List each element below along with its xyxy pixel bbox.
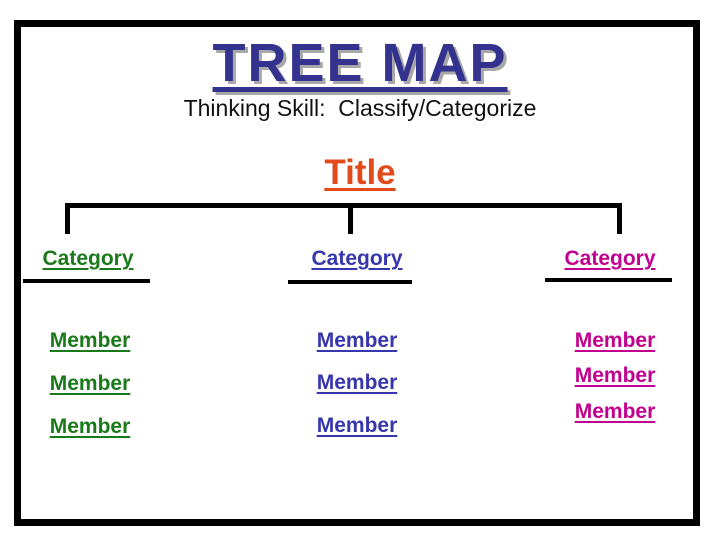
member-center-1: Member [316,329,398,352]
tree-map-title-placeholder: Title [324,153,396,192]
category-underline-center [288,280,412,284]
bracket-drop-right [617,203,622,234]
slide-border-frame [14,20,700,526]
bracket-horizontal-line [65,203,622,208]
member-right-2: Member [574,364,656,387]
member-left-1: Member [49,329,131,352]
category-label-right: Category [564,247,656,270]
member-right-3: Member [574,400,656,423]
category-label-left: Category [42,247,134,270]
category-label-center: Category [311,247,403,270]
member-center-2: Member [316,371,398,394]
bracket-drop-center [348,203,353,234]
member-left-2: Member [49,372,131,395]
slide-heading: TREE MAP [212,33,508,93]
category-underline-right [545,278,672,282]
member-center-3: Member [316,414,398,437]
category-underline-left [23,279,150,283]
member-left-3: Member [49,415,131,438]
bracket-drop-left [65,203,70,234]
member-right-1: Member [574,329,656,352]
thinking-skill-subtitle: Thinking Skill: Classify/Categorize [183,95,537,121]
